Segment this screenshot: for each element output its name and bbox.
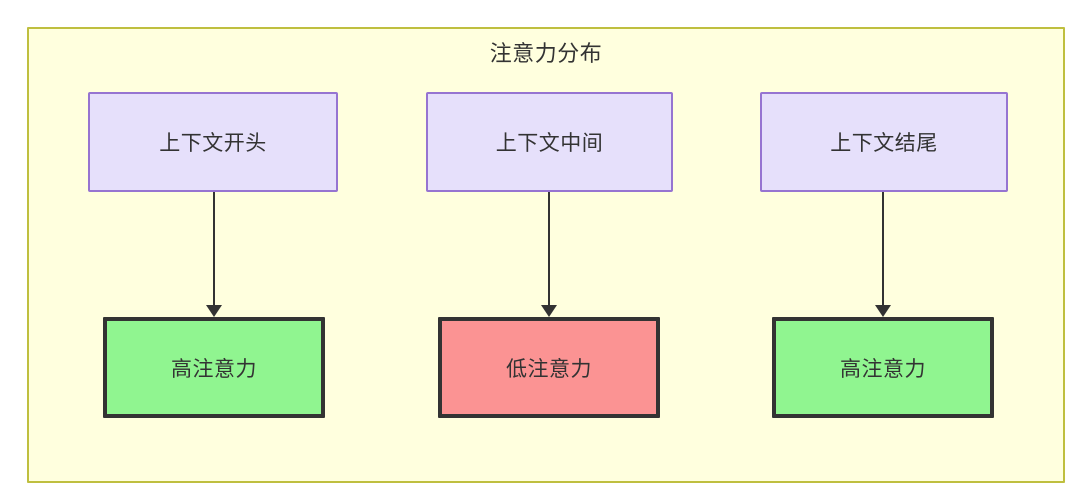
node-context-middle[interactable]: 上下文中间	[426, 92, 673, 192]
node-label: 高注意力	[840, 357, 926, 381]
edge-line-middle-to-low	[548, 192, 550, 308]
edge-arrowhead-end-to-high	[875, 305, 891, 317]
edge-arrowhead-middle-to-low	[541, 305, 557, 317]
node-high-attention-start[interactable]: 高注意力	[103, 317, 325, 418]
subgraph-title: 注意力分布	[489, 41, 603, 66]
edge-line-start-to-high	[213, 192, 215, 308]
node-context-start[interactable]: 上下文开头	[88, 92, 338, 192]
node-label: 低注意力	[506, 357, 592, 381]
node-label: 上下文开头	[159, 132, 267, 155]
edge-arrowhead-start-to-high	[206, 305, 222, 317]
node-label: 上下文中间	[495, 132, 604, 155]
edge-line-end-to-high	[882, 192, 884, 308]
node-context-end[interactable]: 上下文结尾	[760, 92, 1008, 192]
node-label: 上下文结尾	[830, 132, 938, 155]
node-low-attention-middle[interactable]: 低注意力	[438, 317, 660, 418]
node-high-attention-end[interactable]: 高注意力	[772, 317, 994, 418]
node-label: 高注意力	[171, 357, 257, 381]
